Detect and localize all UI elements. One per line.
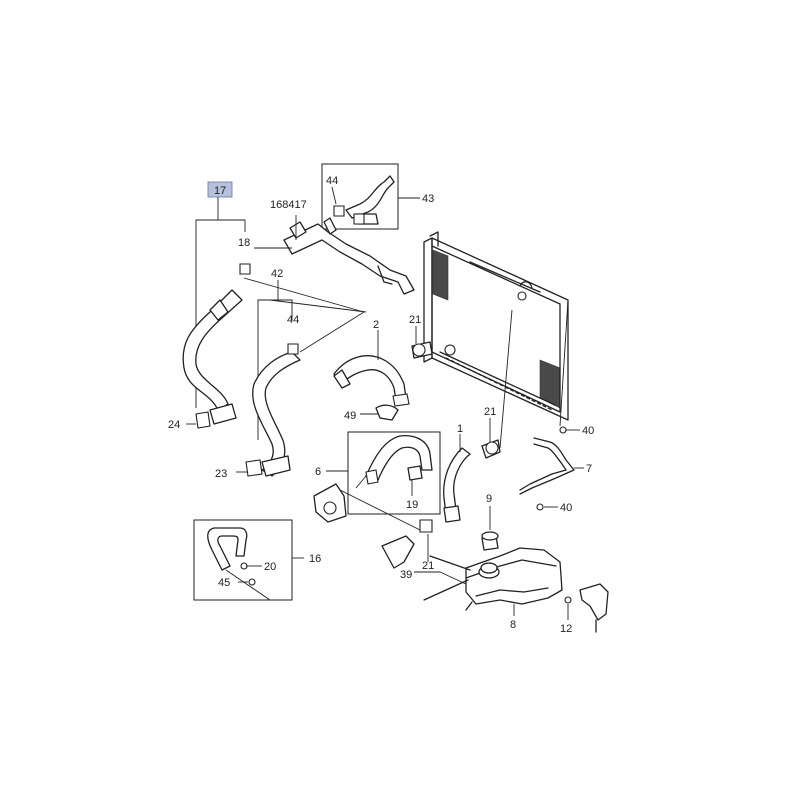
hose-42 [236, 280, 367, 477]
callout-16[interactable]: 16 [309, 553, 321, 565]
callout-23[interactable]: 23 [215, 468, 227, 480]
callout-168417[interactable]: 168417 [270, 199, 307, 211]
callout-21-upper[interactable]: 21 [409, 314, 421, 326]
coolant-reservoir-8 [381, 506, 563, 616]
metal-pipe-168417 [254, 215, 415, 295]
callout-20[interactable]: 20 [264, 561, 276, 573]
callout-1[interactable]: 1 [457, 423, 463, 435]
bypass-kit-box-16 [193, 519, 304, 601]
hose-assembly-17 [182, 194, 365, 429]
callout-45[interactable]: 45 [218, 577, 230, 589]
radiator [423, 231, 569, 421]
hose-2 [333, 326, 433, 421]
bracket-12 [564, 583, 609, 633]
callout-18[interactable]: 18 [238, 237, 250, 249]
callout-49[interactable]: 49 [344, 410, 356, 422]
hose-kit-box-43 [321, 163, 420, 230]
callout-12[interactable]: 12 [560, 623, 572, 635]
callout-21-lower[interactable]: 21 [422, 560, 434, 572]
thermostat-kit-box-6 [313, 431, 441, 531]
callout-43[interactable]: 43 [422, 193, 434, 205]
hose-1 [419, 309, 513, 562]
overflow-pipe-7 [519, 299, 584, 511]
callout-42[interactable]: 42 [271, 268, 283, 280]
callout-7[interactable]: 7 [586, 463, 592, 475]
callout-39[interactable]: 39 [400, 569, 412, 581]
callout-6[interactable]: 6 [315, 466, 321, 478]
callout-44-upper[interactable]: 44 [326, 175, 338, 187]
callout-8[interactable]: 8 [510, 619, 516, 631]
callout-24[interactable]: 24 [168, 419, 180, 431]
callout-17-highlight [207, 181, 233, 198]
callout-9[interactable]: 9 [486, 493, 492, 505]
callout-17[interactable]: 17 [214, 185, 226, 197]
callout-40-lower[interactable]: 40 [560, 502, 572, 514]
callout-19[interactable]: 19 [406, 499, 418, 511]
callout-44-lower[interactable]: 44 [287, 314, 299, 326]
callout-labels: 17 18 168417 42 44 44 43 2 21 21 21 49 1… [168, 175, 594, 635]
callout-2[interactable]: 2 [373, 319, 379, 331]
callout-21-middle[interactable]: 21 [484, 406, 496, 418]
callout-40-upper[interactable]: 40 [582, 425, 594, 437]
